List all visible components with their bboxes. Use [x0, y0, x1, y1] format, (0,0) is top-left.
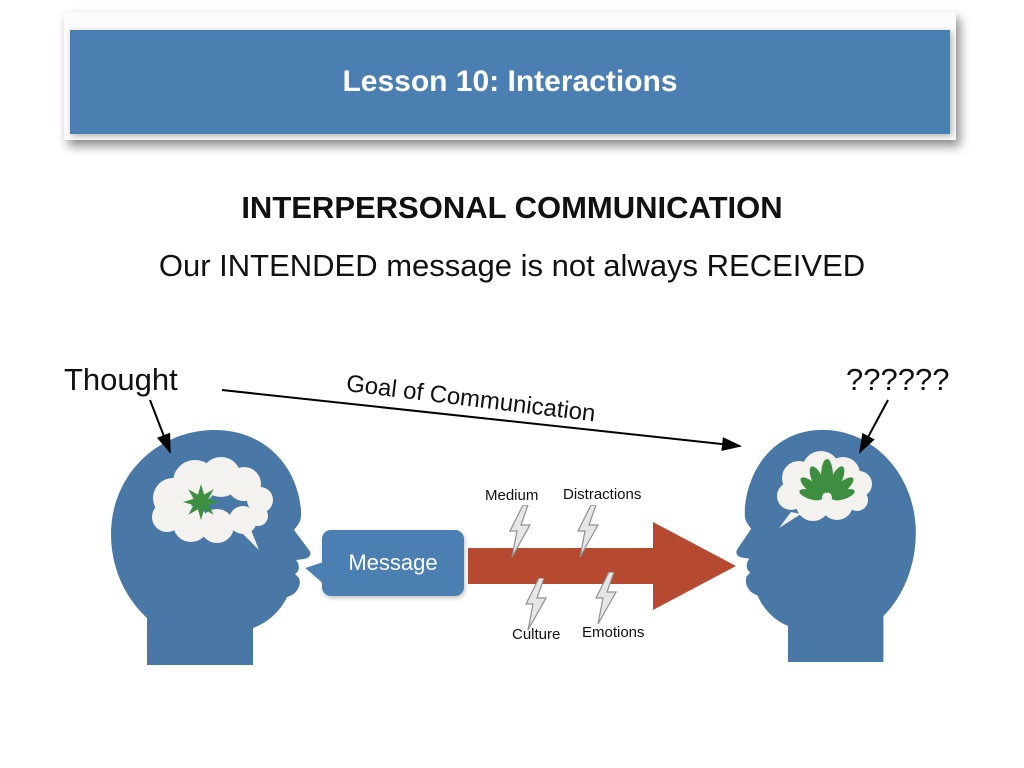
medium-interference-icon: [509, 505, 532, 557]
barrier-label-emotions: Emotions: [582, 624, 645, 641]
message-flow-arrow: [468, 522, 736, 610]
received-label: ??????: [846, 362, 950, 397]
thought-label: Thought: [64, 362, 178, 397]
barrier-label-culture: Culture: [512, 626, 561, 643]
message-bubble-tail: [303, 559, 327, 584]
speaker-brain-icon: [152, 457, 273, 550]
barrier-label-medium: Medium: [485, 487, 539, 504]
goal-of-communication-label: Goal of Communication: [344, 370, 597, 428]
perceived-idea-plant-icon: [799, 459, 855, 501]
message-flow-arrow-shape: [468, 522, 736, 610]
culture-interference-icon: [525, 578, 548, 630]
message-bubble: Message: [303, 530, 464, 596]
idea-star-icon: [183, 484, 219, 520]
listener-head: [736, 429, 916, 662]
title-banner-card: Lesson 10: Interactions: [64, 12, 956, 140]
distractions-interference-icon: [577, 505, 600, 557]
speaker-head: [111, 430, 311, 665]
barrier-label-distractions: Distractions: [563, 486, 642, 503]
banner-title: Lesson 10: Interactions: [342, 65, 678, 98]
emotions-interference-icon: [595, 572, 618, 624]
slide-heading: INTERPERSONAL COMMUNICATION: [241, 190, 783, 225]
title-banner: Lesson 10: Interactions: [70, 30, 950, 134]
message-label: Message: [348, 550, 438, 575]
slide-subheading: Our INTENDED message is not always RECEI…: [158, 248, 866, 283]
